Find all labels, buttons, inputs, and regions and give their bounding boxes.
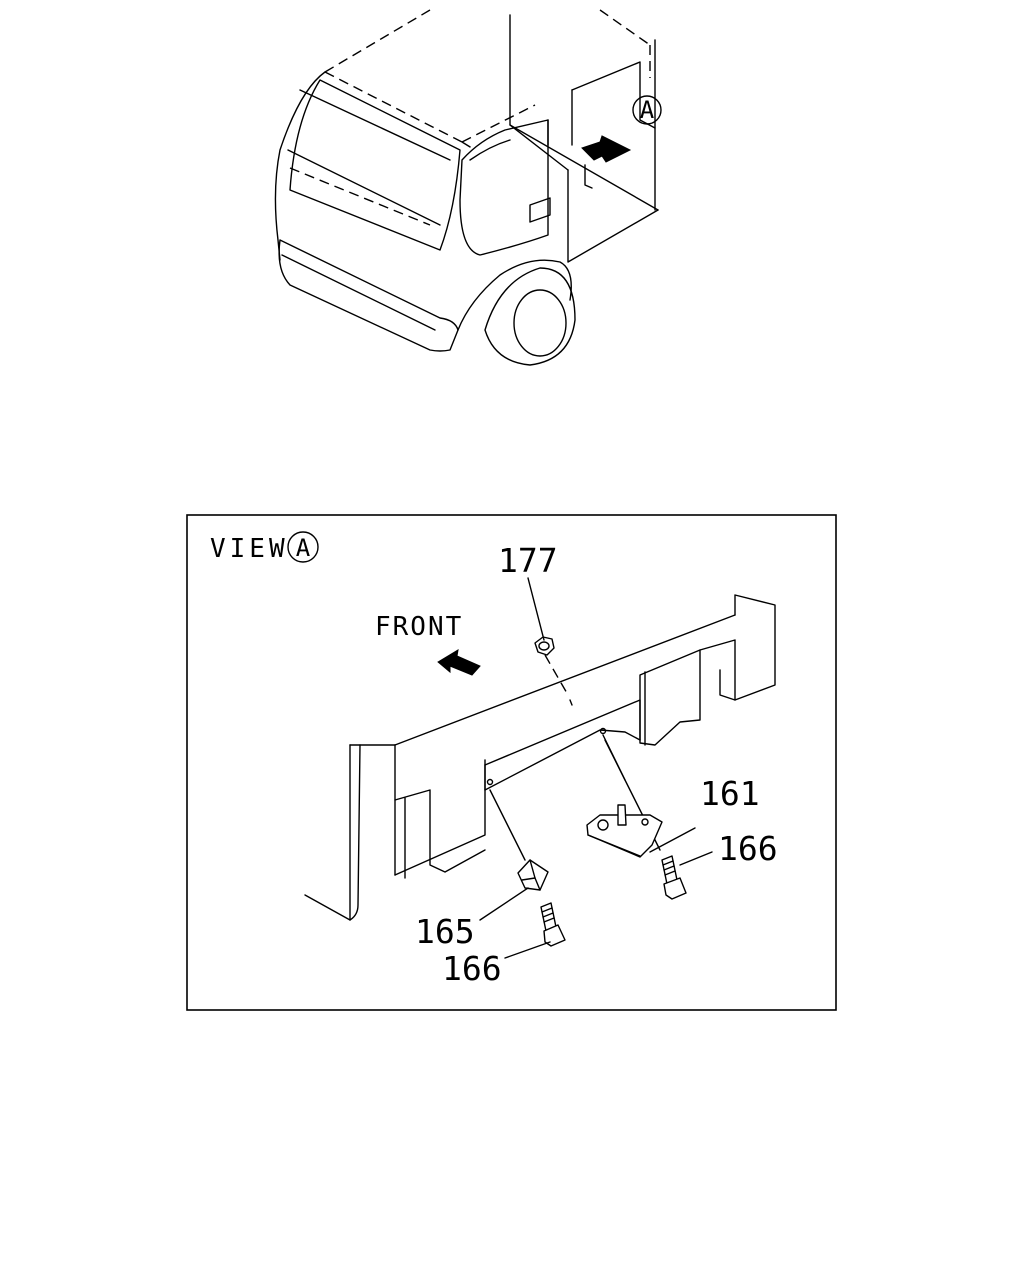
truck-cab-overview: A (274, 9, 662, 366)
part-number-165: 165 (415, 912, 475, 951)
view-label: VIEW (210, 534, 289, 564)
bolt-right-part (661, 855, 687, 900)
bolt-left-part (540, 902, 566, 947)
view-a-callout-letter: A (640, 96, 655, 124)
part-number-166-right: 166 (718, 829, 778, 868)
clip-part (517, 859, 549, 891)
bracket-part (586, 804, 663, 858)
front-arrow-icon (437, 649, 481, 676)
part-number-177: 177 (498, 541, 558, 580)
view-letter: A (296, 534, 311, 562)
front-label: FRONT (375, 612, 463, 642)
detail-frame (186, 514, 837, 1011)
detail-view-a: VIEW A FRONT (186, 514, 837, 1011)
part-number-166-left: 166 (442, 949, 502, 988)
part-number-161: 161 (700, 774, 760, 813)
